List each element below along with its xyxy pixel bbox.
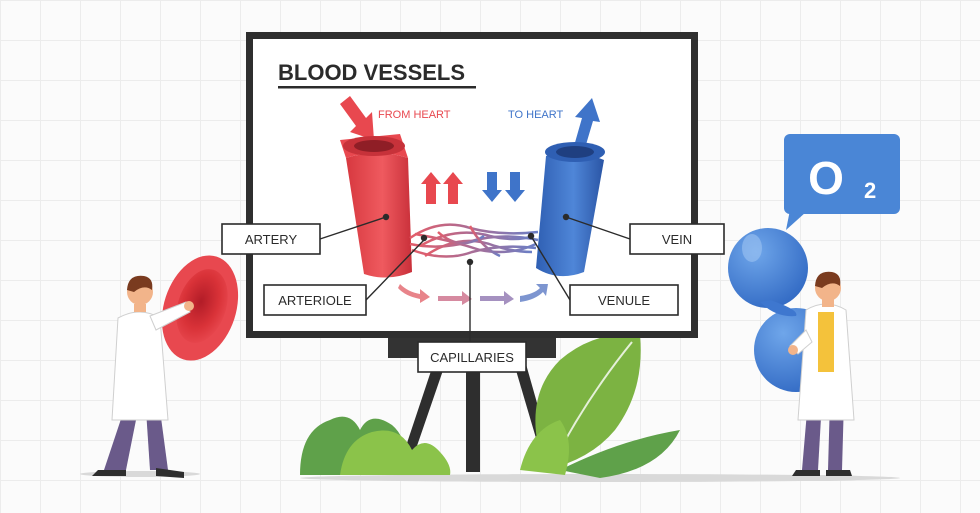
label-vein: VEIN xyxy=(629,223,725,255)
from-heart-label: FROM HEART xyxy=(378,109,451,121)
vein-vessel xyxy=(536,142,605,277)
leader-lines xyxy=(319,216,631,345)
ground-shadow-right xyxy=(770,475,870,481)
svg-text:CAPILLARIES: CAPILLARIES xyxy=(430,350,514,365)
label-venule: VENULE xyxy=(569,284,679,316)
oxygen-subscript: 2 xyxy=(864,178,876,203)
scientist-left xyxy=(92,275,194,478)
diagram-title: BLOOD VESSELS xyxy=(278,60,465,85)
label-artery: ARTERY xyxy=(221,223,321,255)
red-up-arrows-icon xyxy=(421,172,463,204)
svg-text:VENULE: VENULE xyxy=(598,293,650,308)
scientist-right xyxy=(788,271,855,476)
capillary-network xyxy=(409,223,539,258)
svg-text:ARTERIOLE: ARTERIOLE xyxy=(278,293,352,308)
label-arteriole: ARTERIOLE xyxy=(263,284,367,316)
svg-text:ARTERY: ARTERY xyxy=(245,232,298,247)
leader-dots xyxy=(382,213,570,266)
oxygen-bubble: O 2 xyxy=(784,134,900,230)
to-heart-label: TO HEART xyxy=(508,109,563,121)
artery-vessel xyxy=(340,134,412,278)
label-capillaries: CAPILLARIES xyxy=(417,341,527,373)
blue-down-arrows-icon xyxy=(482,172,525,202)
red-blood-cell xyxy=(161,255,239,361)
oxygen-symbol: O xyxy=(808,152,844,204)
plant-left xyxy=(300,416,451,475)
svg-text:VEIN: VEIN xyxy=(662,232,692,247)
flow-arrows xyxy=(398,284,548,305)
into-artery-arrow-icon xyxy=(340,96,374,140)
out-of-vein-arrow-icon xyxy=(574,98,600,148)
title-underline xyxy=(278,86,476,89)
plant-right xyxy=(520,334,680,478)
